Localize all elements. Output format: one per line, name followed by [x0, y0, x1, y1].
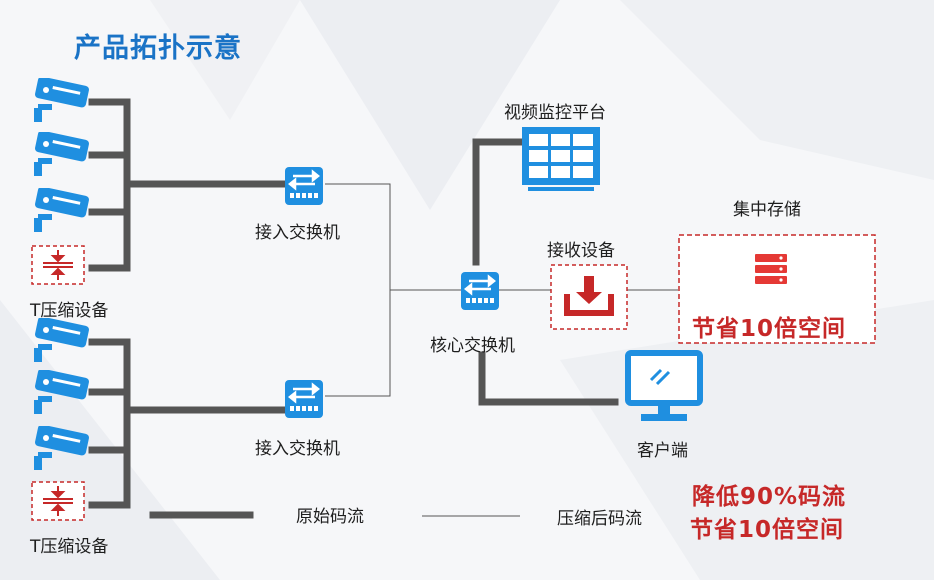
download-tray-icon [550, 264, 628, 330]
benefit-bitrate: 降低90%码流 [692, 484, 847, 510]
compress-device-label-1: T压缩设备 [30, 301, 109, 321]
surveillance-camera-icon [34, 188, 89, 232]
compress-device-label-2: T压缩设备 [30, 537, 109, 557]
surveillance-camera-icon [34, 78, 89, 122]
network-switch-icon [461, 272, 499, 310]
network-switch-icon [285, 380, 323, 418]
access-switch-label-2: 接入交换机 [255, 439, 340, 459]
surveillance-camera-icon [34, 318, 89, 362]
receive-device-label: 接收设备 [547, 241, 615, 261]
video-platform-label: 视频监控平台 [504, 103, 606, 123]
legend-original-stream: 原始码流 [296, 507, 364, 527]
desktop-monitor-icon [625, 350, 703, 421]
network-switch-icon [285, 167, 323, 205]
surveillance-camera-icon [34, 370, 89, 414]
central-storage-box [678, 234, 876, 344]
legend-compressed-stream: 压缩后码流 [557, 509, 642, 529]
page-title: 产品拓扑示意 [74, 33, 242, 64]
compress-arrows-icon [31, 245, 85, 285]
surveillance-camera-icon [34, 132, 89, 176]
benefit-storage: 节省10倍空间 [690, 517, 845, 543]
compress-arrows-icon [31, 481, 85, 521]
client-label: 客户端 [637, 441, 688, 461]
access-switch-label-1: 接入交换机 [255, 223, 340, 243]
central-storage-label: 集中存储 [733, 200, 801, 220]
core-switch-label: 核心交换机 [430, 336, 515, 356]
surveillance-camera-icon [34, 426, 89, 470]
server-stack-icon [755, 254, 787, 284]
video-wall-icon [522, 127, 600, 191]
storage-saving-note: 节省10倍空间 [692, 316, 847, 342]
